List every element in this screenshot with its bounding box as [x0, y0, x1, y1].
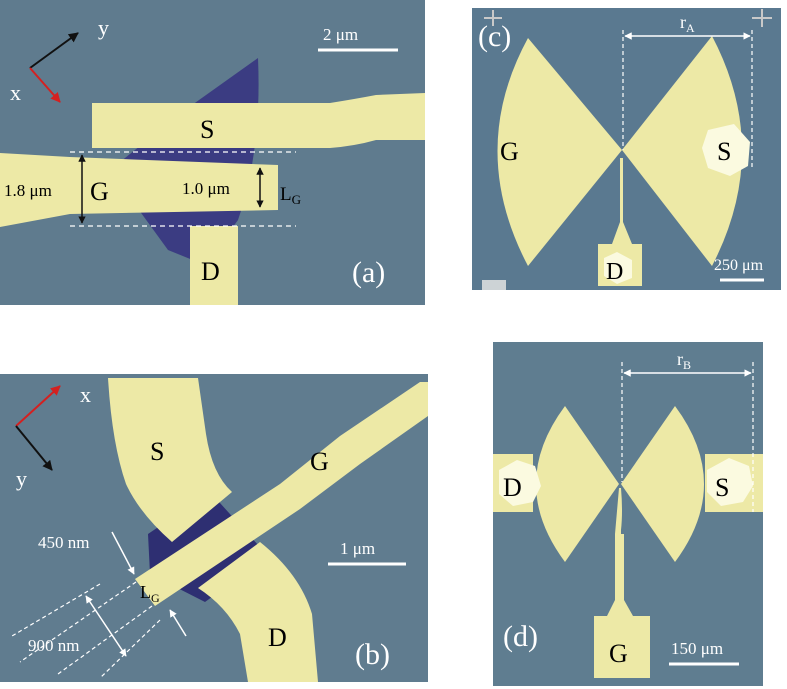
source-electrode-a: [92, 93, 425, 148]
gate-label-d: G: [609, 639, 628, 668]
drain-pad-d: [536, 406, 619, 562]
gate-label-a: G: [90, 177, 109, 206]
gate-pad-c: [497, 38, 622, 266]
panel-b: x y S G D 450 nm 900 nm LG 1 μm (b): [0, 374, 428, 682]
drain-label-b: D: [268, 623, 287, 652]
source-label-b: S: [150, 437, 164, 466]
panel-label-a: (a): [352, 256, 385, 289]
substrate-artifact: [482, 280, 506, 290]
panel-c: (c) rA G S D 250 μm: [472, 8, 781, 290]
alignment-mark-left: [484, 10, 502, 26]
drain-feed-c: [612, 158, 632, 244]
guide-900-a: [11, 583, 101, 637]
scale-label-a: 2 μm: [323, 25, 358, 44]
gate-length-label-b: LG: [140, 582, 160, 605]
source-label-c: S: [717, 137, 731, 166]
axis-y-arrow-b: [15, 425, 53, 471]
axis-x-arrow-b: [15, 385, 61, 427]
dim-900-label: 900 nm: [28, 636, 79, 655]
gate-label-c: G: [500, 137, 519, 166]
source-label-d: S: [715, 473, 729, 502]
axis-x-arrow-a: [29, 67, 61, 103]
radius-label-c: rA: [680, 12, 695, 35]
scale-label-b: 1 μm: [340, 539, 375, 558]
source-contact-c: [702, 124, 750, 176]
axis-y-label-a: y: [98, 15, 109, 40]
gate-label-b: G: [310, 447, 329, 476]
arrow-450: [111, 531, 135, 575]
drain-contact-d: [499, 460, 541, 506]
axis-y-label-b: y: [16, 466, 27, 491]
scale-label-d: 150 μm: [671, 639, 723, 658]
width-small-label: 1.0 μm: [182, 179, 230, 198]
gate-feed-d: [607, 488, 633, 616]
axis-x-label-b: x: [80, 382, 91, 407]
drain-label-d: D: [503, 473, 522, 502]
source-contact-d: [707, 458, 753, 506]
axis-y-arrow-a: [29, 32, 79, 69]
panel-a: 2 μm y x S G D 1.8 μm 1.0 μm LG (a): [0, 0, 425, 305]
panel-label-c: (c): [478, 20, 511, 53]
source-electrode-b: [108, 378, 232, 542]
guide-450-a: [19, 581, 137, 663]
axis-x-label-a: x: [10, 80, 21, 105]
source-pad-d: [621, 406, 704, 562]
panel-label-d: (d): [503, 620, 538, 653]
alignment-mark-right: [752, 9, 772, 27]
drain-contact-c: [604, 252, 632, 284]
arrow-900: [85, 595, 127, 657]
gate-length-label-a: LG: [280, 184, 301, 207]
width-big-label: 1.8 μm: [4, 181, 52, 200]
drain-label-c: D: [606, 259, 623, 285]
panel-label-b: (b): [355, 638, 390, 671]
drain-label-a: D: [201, 257, 220, 286]
arrow-lg: [169, 609, 187, 637]
radius-label-d: rB: [677, 349, 691, 372]
source-label-a: S: [200, 115, 214, 144]
source-pad-c: [622, 36, 742, 266]
drain-electrode-b: [198, 542, 318, 682]
scale-label-c: 250 μm: [714, 257, 764, 274]
gate-pad-d: [594, 616, 650, 678]
gate-electrode-a: [0, 153, 278, 227]
panel-d: rB D S G (d) 150 μm: [493, 342, 763, 686]
drain-electrode-a: [190, 226, 238, 305]
gate-electrode-b: [135, 382, 428, 606]
dim-450-label: 450 nm: [38, 533, 89, 552]
